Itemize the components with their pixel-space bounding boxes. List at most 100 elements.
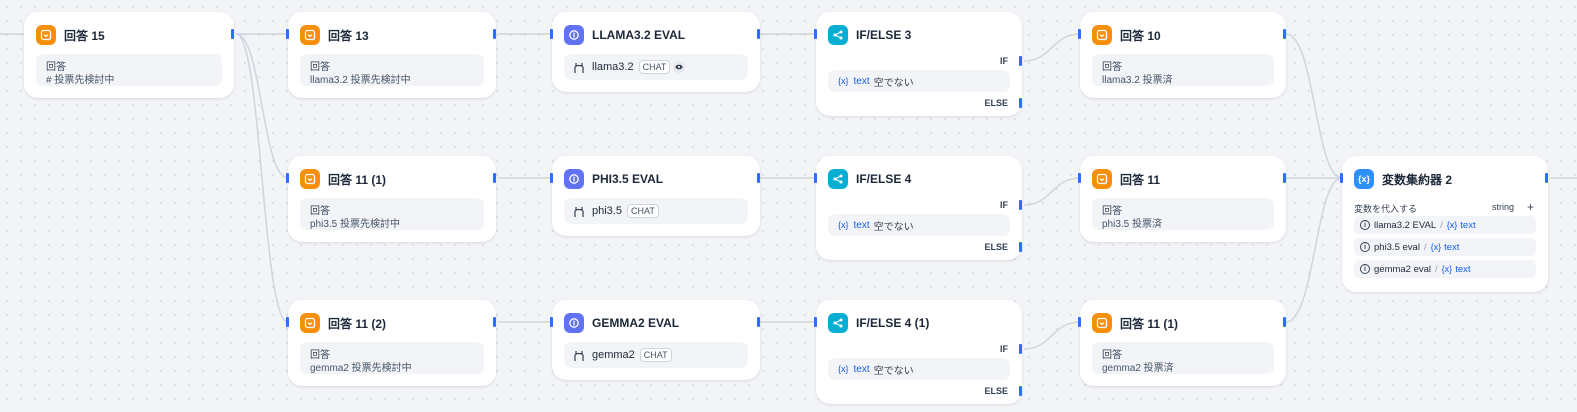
edge: [1023, 177, 1081, 206]
condition-operator: 空でない: [873, 77, 914, 89]
input-handle[interactable]: [1078, 317, 1081, 327]
node-title: 回答 15: [64, 28, 105, 43]
edge: [1285, 177, 1343, 323]
answer-icon: [300, 169, 320, 189]
edge: [1285, 33, 1343, 179]
output-handle[interactable]: [1283, 29, 1286, 39]
condition-operator: 空でない: [873, 221, 914, 233]
else-output-handle[interactable]: [1019, 98, 1022, 108]
input-handle[interactable]: [814, 29, 817, 39]
model-name: gemma2: [592, 349, 635, 361]
input-handle[interactable]: [286, 29, 289, 39]
node-title: 回答 13: [328, 28, 369, 43]
if-output-handle[interactable]: [1019, 200, 1022, 210]
output-handle[interactable]: [493, 173, 496, 183]
answer-icon: [300, 313, 320, 333]
variable-source: phi3.5 eval: [1374, 241, 1420, 253]
input-handle[interactable]: [286, 173, 289, 183]
branch-icon: [828, 313, 848, 333]
eye-icon[interactable]: [673, 61, 686, 73]
if-output-handle[interactable]: [1019, 56, 1022, 66]
output-handle[interactable]: [757, 29, 760, 39]
output-handle[interactable]: [1283, 173, 1286, 183]
else-output-handle[interactable]: [1019, 242, 1022, 252]
answer-label: 回答: [1102, 62, 1122, 73]
input-handle[interactable]: [286, 317, 289, 327]
answer-label: 回答: [310, 206, 330, 217]
output-handle[interactable]: [1283, 317, 1286, 327]
output-handle[interactable]: [757, 173, 760, 183]
input-handle[interactable]: [814, 317, 817, 327]
llm-brain-icon: [564, 169, 584, 189]
input-handle[interactable]: [1078, 29, 1081, 39]
answer-text: gemma2 投票済: [1102, 363, 1174, 374]
input-handle[interactable]: [1340, 173, 1343, 183]
output-handle[interactable]: [231, 29, 234, 39]
variable-type[interactable]: string: [1491, 202, 1514, 212]
input-handle[interactable]: [1078, 173, 1081, 183]
variable-icon: {x}: [1446, 220, 1458, 230]
edge: [235, 33, 289, 179]
answer-text: # 投票先検討中: [46, 75, 115, 86]
answer-node-15[interactable]: 回答 15 回答# 投票先検討中: [24, 12, 234, 98]
variable-source: llama3.2 EVAL: [1374, 219, 1437, 231]
assign-variables-header: 変数を代入する string +: [1354, 200, 1536, 215]
input-handle[interactable]: [550, 29, 553, 39]
if-output-handle[interactable]: [1019, 344, 1022, 354]
llama-model-icon: [572, 204, 586, 218]
output-handle[interactable]: [1545, 173, 1548, 183]
input-handle[interactable]: [550, 173, 553, 183]
answer-content: 回答 llama3.2 投票済: [1092, 54, 1274, 86]
input-handle[interactable]: [814, 173, 817, 183]
variable-icon: {x}: [1430, 242, 1442, 252]
output-handle[interactable]: [493, 317, 496, 327]
model-name: phi3.5: [592, 205, 622, 217]
answer-text: llama3.2 投票済: [1102, 75, 1173, 86]
node-title: IF/ELSE 4: [856, 172, 912, 186]
answer-icon: [1092, 169, 1112, 189]
node-title: 回答 10: [1120, 28, 1161, 43]
variable-icon: {x}: [838, 76, 849, 86]
edge: [1023, 321, 1081, 350]
output-handle[interactable]: [493, 29, 496, 39]
output-handle[interactable]: [757, 317, 760, 327]
variable-icon: {x}: [838, 364, 849, 374]
node-title: PHI3.5 EVAL: [592, 172, 664, 186]
answer-text: phi3.5 投票先検討中: [310, 219, 401, 230]
branch-icon: [828, 25, 848, 45]
condition-variable: text: [853, 363, 870, 375]
answer-node-10[interactable]: 回答 10 回答 llama3.2 投票済: [1078, 12, 1286, 98]
else-output-handle[interactable]: [1019, 386, 1022, 396]
add-variable-button[interactable]: +: [1526, 200, 1534, 214]
answer-label: 回答: [310, 350, 330, 361]
node-title: 回答 11 (1): [1120, 316, 1179, 331]
input-handle[interactable]: [550, 317, 553, 327]
answer-icon: [1092, 313, 1112, 333]
chat-badge: CHAT: [638, 60, 671, 74]
